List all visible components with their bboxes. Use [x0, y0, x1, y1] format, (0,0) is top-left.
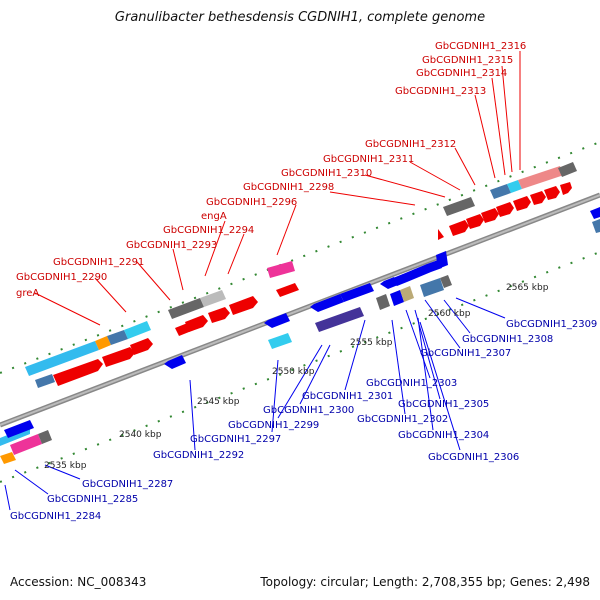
- gene-block: [518, 166, 564, 189]
- blue-leader-lines: [4, 297, 506, 511]
- gene-block: [436, 251, 448, 269]
- gene-label: GbCGDNIH1_2292: [153, 450, 244, 461]
- red-leader-lines: [34, 51, 521, 326]
- gene-block: [390, 290, 404, 306]
- gene-block: [443, 197, 475, 216]
- gene-label: GbCGDNIH1_2284: [10, 511, 101, 522]
- gene-block: [592, 219, 600, 233]
- gene-block: [490, 184, 511, 199]
- gene-arrow: [102, 347, 135, 367]
- gene-arrow: [481, 208, 499, 223]
- gene-arrow: [530, 191, 546, 205]
- gene-arrow: [229, 296, 258, 315]
- gene-block: [10, 434, 42, 455]
- kbp-tick-label: 2550 kbp: [272, 367, 315, 377]
- gene-arrow: [164, 355, 186, 369]
- gene-label: GbCGDNIH1_2314: [416, 68, 507, 79]
- gene-block: [95, 336, 111, 350]
- kbp-tick-label: 2555 kbp: [350, 338, 393, 348]
- gene-block: [107, 330, 128, 345]
- gene-arrow: [438, 229, 444, 240]
- gene-label: GbCGDNIH1_2296: [206, 197, 297, 208]
- gene-label: GbCGDNIH1_2290: [16, 272, 107, 283]
- gene-block: [420, 278, 444, 297]
- gene-label: GbCGDNIH1_2315: [422, 55, 513, 66]
- gene-arrow: [130, 338, 153, 355]
- kbp-tick-label: 2540 kbp: [119, 430, 162, 440]
- kbp-tick-label: 2565 kbp: [506, 283, 549, 293]
- gene-block: [25, 341, 99, 376]
- kbp-tick-labels: 2535 kbp 2540 kbp 2545 kbp 2550 kbp 2555…: [44, 283, 549, 471]
- gene-block: [124, 321, 151, 339]
- gene-label: GbCGDNIH1_2303: [366, 378, 457, 389]
- gene-arrow: [264, 313, 290, 328]
- gene-label: GbCGDNIH1_2312: [365, 139, 456, 150]
- gene-label: GbCGDNIH1_2298: [243, 182, 334, 193]
- gene-label: GbCGDNIH1_2285: [47, 494, 138, 505]
- gene-arrow: [340, 283, 374, 302]
- gene-arrow: [310, 294, 344, 312]
- gene-arrow: [208, 307, 230, 323]
- gene-label: GbCGDNIH1_2294: [163, 225, 254, 236]
- gene-label: GbCGDNIH1_2287: [82, 479, 173, 490]
- gene-block: [315, 307, 364, 332]
- forward-features: [25, 162, 577, 388]
- gene-arrow: [466, 214, 484, 229]
- gene-label: GbCGDNIH1_2299: [228, 420, 319, 431]
- gene-label: GbCGDNIH1_2306: [428, 452, 519, 463]
- gene-block: [0, 452, 16, 464]
- genome-title: Granulibacter bethesdensis CGDNIH1, comp…: [114, 10, 486, 25]
- gene-block: [35, 374, 55, 388]
- gene-label: GbCGDNIH1_2293: [126, 240, 217, 251]
- gene-arrow: [590, 207, 600, 219]
- gene-arrow: [53, 359, 103, 386]
- gene-block: [168, 298, 204, 319]
- gene-block: [558, 162, 577, 177]
- gene-arrow: [4, 420, 34, 438]
- gene-arrow: [276, 283, 299, 297]
- gene-label: engA: [201, 211, 227, 222]
- gene-block: [400, 286, 414, 302]
- reverse-features: [0, 207, 600, 464]
- gene-label: GbCGDNIH1_2305: [398, 399, 489, 410]
- gene-label: GbCGDNIH1_2310: [281, 168, 372, 179]
- kbp-tick-label: 2545 kbp: [197, 397, 240, 407]
- gene-label: GbCGDNIH1_2300: [263, 405, 354, 416]
- accession-text: Accession: NC_008343: [10, 575, 147, 589]
- gene-block: [268, 333, 292, 349]
- gene-arrow: [185, 315, 208, 332]
- blue-gene-labels: GbCGDNIH1_2309 GbCGDNIH1_2308 GbCGDNIH1_…: [10, 319, 597, 522]
- gene-arrow: [513, 196, 531, 211]
- gene-label: GbCGDNIH1_2316: [435, 41, 526, 52]
- red-gene-labels: GbCGDNIH1_2316 GbCGDNIH1_2315 GbCGDNIH1_…: [16, 41, 526, 299]
- gene-label: GbCGDNIH1_2309: [506, 319, 597, 330]
- genome-backbone-highlight: [0, 194, 600, 426]
- gene-label: GbCGDNIH1_2301: [302, 391, 393, 402]
- kbp-tick-label: 2560 kbp: [428, 309, 471, 319]
- kbp-tick-label: 2535 kbp: [44, 461, 87, 471]
- gene-label: GbCGDNIH1_2291: [53, 257, 144, 268]
- gene-label: GbCGDNIH1_2297: [190, 434, 281, 445]
- gene-label: GbCGDNIH1_2304: [398, 430, 489, 441]
- gene-block: [376, 294, 390, 310]
- gene-label: greA: [16, 288, 39, 299]
- gene-label: GbCGDNIH1_2313: [395, 86, 486, 97]
- gene-label: GbCGDNIH1_2302: [357, 414, 448, 425]
- gene-arrow: [560, 182, 572, 195]
- gene-arrow: [544, 186, 560, 200]
- gene-block: [507, 180, 522, 193]
- gene-label: GbCGDNIH1_2308: [462, 334, 553, 345]
- gene-block: [38, 430, 52, 444]
- gene-label: GbCGDNIH1_2311: [323, 154, 414, 165]
- gene-arrow: [449, 220, 469, 236]
- gene-block: [267, 261, 295, 278]
- genome-summary-text: Topology: circular; Length: 2,708,355 bp…: [260, 575, 590, 589]
- gene-label: GbCGDNIH1_2307: [420, 348, 511, 359]
- gene-arrow: [496, 202, 514, 217]
- gene-block: [440, 275, 452, 288]
- gene-block: [200, 290, 226, 307]
